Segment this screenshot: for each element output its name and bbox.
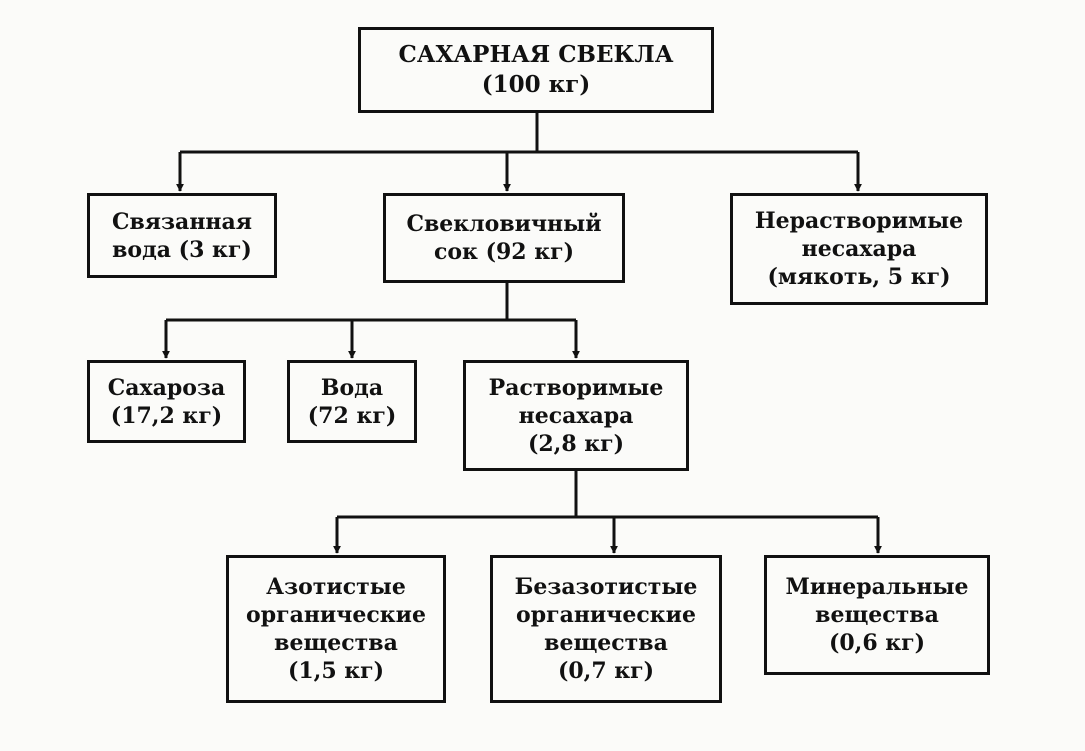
node-beet-juice-line-2: сок (92 кг) <box>433 239 575 265</box>
node-sugar-beet: САХАРНАЯ СВЕКЛА (100 кг) <box>358 27 714 113</box>
node-water-line-2: (72 кг) <box>307 402 397 429</box>
node-nitrogen-free-organic-line-4: (0,7 кг) <box>557 658 655 684</box>
node-insoluble-nonsugars-line-1: Нерастворимые <box>754 208 964 234</box>
node-nitrogen-free-organic-line-2: органические <box>516 602 696 628</box>
node-insoluble-nonsugars-line-3: (мякоть, 5 кг) <box>767 264 951 290</box>
node-bound-water-line-1: Связанная <box>111 208 253 235</box>
node-sugar-beet-line-2: (100 кг) <box>481 71 591 98</box>
node-mineral-line-3: (0,6 кг) <box>828 630 926 656</box>
node-beet-juice: Свекловичный сок (92 кг) <box>383 193 625 283</box>
node-nitrogen-free-organic-line-1: Безазотистые <box>514 574 698 600</box>
node-soluble-nonsugars-line-1: Растворимые <box>488 374 664 401</box>
node-nitrogenous-organic-line-2: органические <box>246 602 426 628</box>
node-nitrogen-free-organic: Безазотистые органические вещества (0,7 … <box>490 555 722 703</box>
node-sucrose-line-1: Сахароза <box>107 374 226 401</box>
node-mineral-line-1: Минеральные <box>785 574 969 600</box>
node-bound-water-line-2: вода (3 кг) <box>112 236 252 263</box>
node-nitrogenous-organic-line-4: (1,5 кг) <box>287 658 385 684</box>
node-nitrogenous-organic-line-3: вещества <box>274 630 398 656</box>
node-insoluble-nonsugars: Нерастворимые несахара (мякоть, 5 кг) <box>730 193 988 305</box>
node-water: Вода (72 кг) <box>287 360 417 443</box>
node-bound-water: Связанная вода (3 кг) <box>87 193 277 278</box>
node-nitrogenous-organic: Азотистые органические вещества (1,5 кг) <box>226 555 446 703</box>
node-sugar-beet-line-1: САХАРНАЯ СВЕКЛА <box>398 41 674 68</box>
node-insoluble-nonsugars-line-2: несахара <box>801 236 917 262</box>
node-nitrogen-free-organic-line-3: вещества <box>544 630 668 656</box>
node-mineral: Минеральные вещества (0,6 кг) <box>764 555 990 675</box>
node-beet-juice-line-1: Свекловичный <box>406 211 602 237</box>
node-water-line-1: Вода <box>320 374 384 401</box>
node-sucrose-line-2: (17,2 кг) <box>110 402 223 429</box>
node-mineral-line-2: вещества <box>815 602 939 628</box>
node-soluble-nonsugars: Растворимые несахара (2,8 кг) <box>463 360 689 471</box>
node-soluble-nonsugars-line-3: (2,8 кг) <box>527 430 625 457</box>
node-nitrogenous-organic-line-1: Азотистые <box>266 574 406 600</box>
node-sucrose: Сахароза (17,2 кг) <box>87 360 246 443</box>
node-soluble-nonsugars-line-2: несахара <box>518 402 634 429</box>
